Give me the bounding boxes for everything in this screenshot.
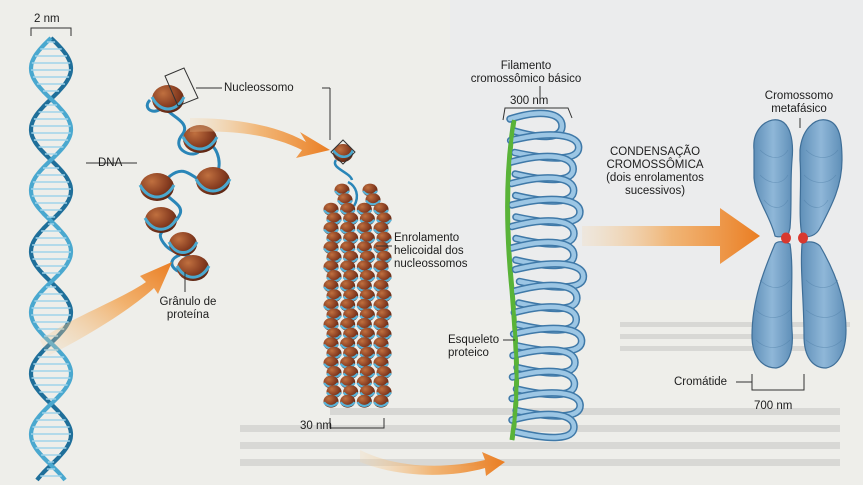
label-cromatide: Cromátide (674, 376, 727, 389)
label-filamento-cromossomico: Filamento cromossômico básico (456, 60, 596, 86)
label-esqueleto-proteico: Esqueleto proteico (448, 334, 499, 360)
label-300nm: 300 nm (510, 95, 548, 108)
label-700nm: 700 nm (754, 400, 792, 413)
label-condensacao: CONDENSAÇÃO CROMOSSÔMICA (dois enrolamen… (596, 146, 714, 198)
centromere-right (798, 233, 808, 244)
label-granulo-proteina: Grânulo de proteína (150, 296, 226, 322)
label-dna: DNA (98, 157, 122, 170)
label-30nm: 30 nm (300, 420, 332, 433)
label-enrolamento-helicoidal: Enrolamento helicoidal dos nucleossomos (394, 232, 468, 271)
centromere-left (781, 233, 791, 244)
label-cromossomo-metafasico: Cromossomo metafásico (752, 90, 846, 116)
label-2nm: 2 nm (34, 13, 60, 26)
label-nucleossomo: Nucleossomo (224, 82, 294, 95)
